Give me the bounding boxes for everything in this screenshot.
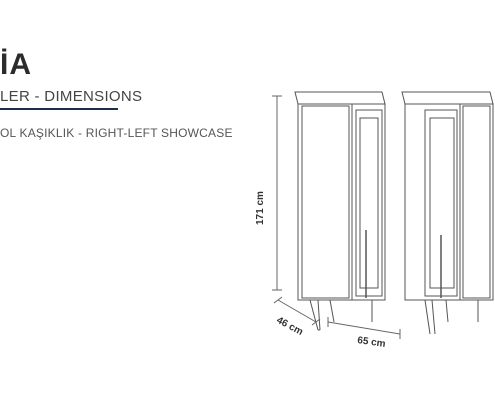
product-title: İA xyxy=(0,48,32,81)
product-description: OL KAŞIKLIK - RIGHT-LEFT SHOWCASE xyxy=(0,126,233,140)
width-label: 65 cm xyxy=(357,335,387,350)
depth-label: 46 cm xyxy=(275,315,305,338)
height-label: 171 cm xyxy=(255,191,266,225)
subtitle-underline xyxy=(0,108,118,110)
dimension-lines xyxy=(272,95,401,339)
cabinet-left xyxy=(294,91,386,331)
section-subtitle: LER - DIMENSIONS xyxy=(0,88,143,105)
cabinet-right xyxy=(401,91,494,335)
